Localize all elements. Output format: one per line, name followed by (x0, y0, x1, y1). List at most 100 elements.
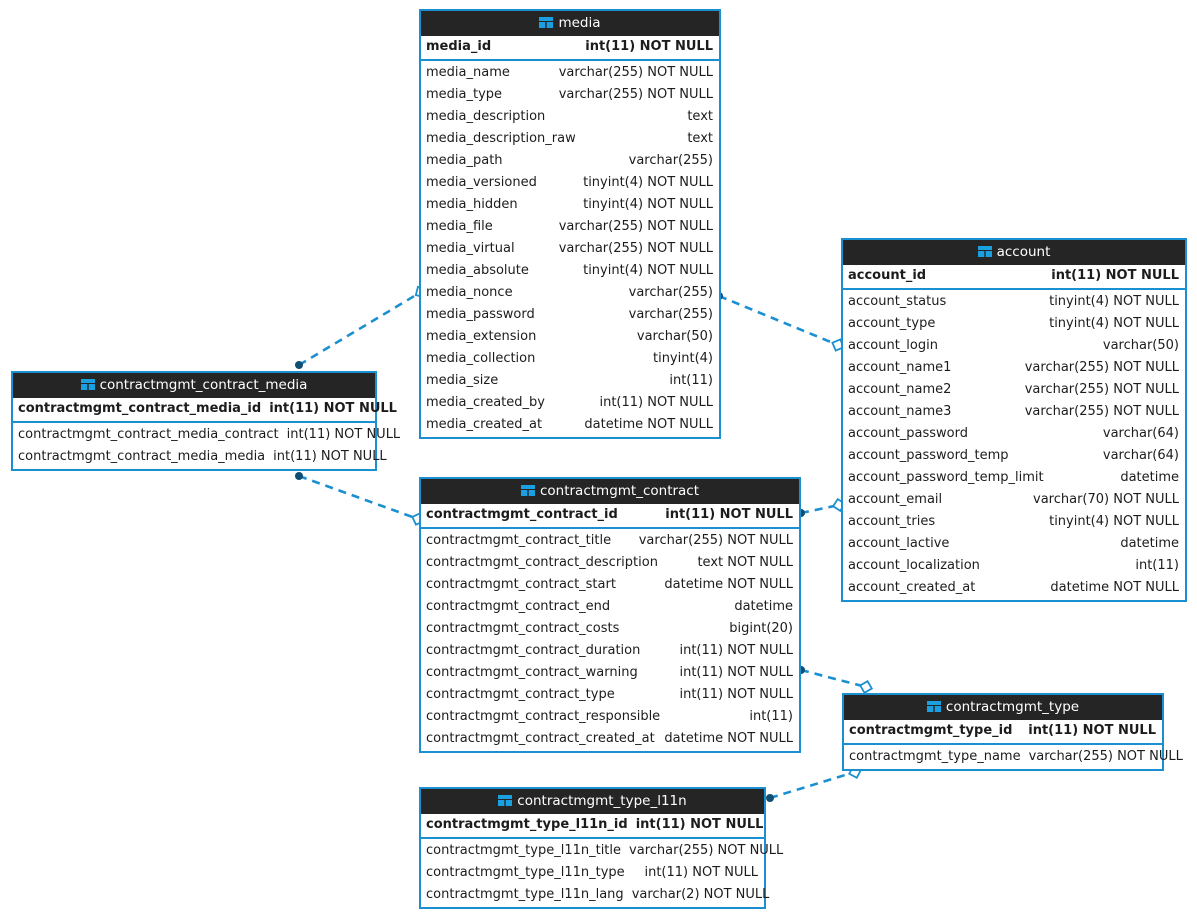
rel-contract-to-type[interactable] (797, 666, 874, 695)
column-name: media_file (426, 219, 493, 234)
column-type: int(11) NOT NULL (273, 449, 387, 464)
column-type: int(11) NOT NULL (585, 39, 713, 54)
column-type: varchar(255) NOT NULL (558, 65, 713, 80)
column-type: int(11) NOT NULL (1028, 723, 1156, 738)
column-name: media_versioned (426, 175, 537, 190)
entity-title: contractmgmt_type (945, 699, 1080, 715)
column-name: account_name1 (848, 360, 952, 375)
rel-media-to-account[interactable] (715, 292, 846, 353)
column-name: contractmgmt_contract_media_id (18, 401, 262, 416)
rel-contract-media-to-contract[interactable] (295, 472, 426, 527)
table-icon (977, 246, 992, 257)
column-name: account_name2 (848, 382, 952, 397)
primary-key-row[interactable]: media_id int(11) NOT NULL (421, 36, 719, 61)
column-name: media_description (426, 109, 546, 124)
column-name: account_email (848, 492, 943, 507)
column-row[interactable]: account_password_temp_limit datetime (843, 467, 1185, 489)
column-name: media_id (426, 39, 492, 54)
rel-contract-media-to-media[interactable] (295, 284, 429, 369)
entity-header-contractmgmt_contract_media[interactable]: contractmgmt_contract_media (13, 373, 375, 398)
column-type: varchar(50) (1102, 338, 1179, 353)
rel-contract-to-account[interactable] (797, 497, 847, 517)
column-name: media_absolute (426, 263, 529, 278)
entity-header-contractmgmt_type[interactable]: contractmgmt_type (844, 695, 1162, 720)
relation-endpoint-dot (295, 361, 303, 369)
column-type: datetime (1120, 470, 1179, 485)
column-type: varchar(255) (628, 285, 713, 300)
column-name: contractmgmt_type_l11n_lang (426, 887, 624, 902)
column-name: contractmgmt_contract_warning (426, 665, 638, 680)
column-type: tinyint(4) NOT NULL (583, 175, 713, 190)
relation-endpoint-dot (766, 794, 774, 802)
column-row[interactable]: media_versioned tinyint(4) NOT NULL (421, 172, 719, 194)
column-name: media_password (426, 307, 535, 322)
entity-header-contractmgmt_type_l11n[interactable]: contractmgmt_type_l11n (421, 789, 764, 814)
entity-header-contractmgmt_contract[interactable]: contractmgmt_contract (421, 479, 799, 504)
column-type: int(11) NOT NULL (635, 817, 764, 832)
column-type: text NOT NULL (697, 555, 793, 570)
column-type: tinyint(4) NOT NULL (1049, 294, 1179, 309)
column-type: bigint(20) (729, 621, 793, 636)
relation-endpoint-dot (295, 472, 303, 480)
entity-header-media[interactable]: media (421, 11, 719, 36)
column-name: account_password_temp_limit (848, 470, 1044, 485)
entity-header-account[interactable]: account (843, 240, 1185, 265)
